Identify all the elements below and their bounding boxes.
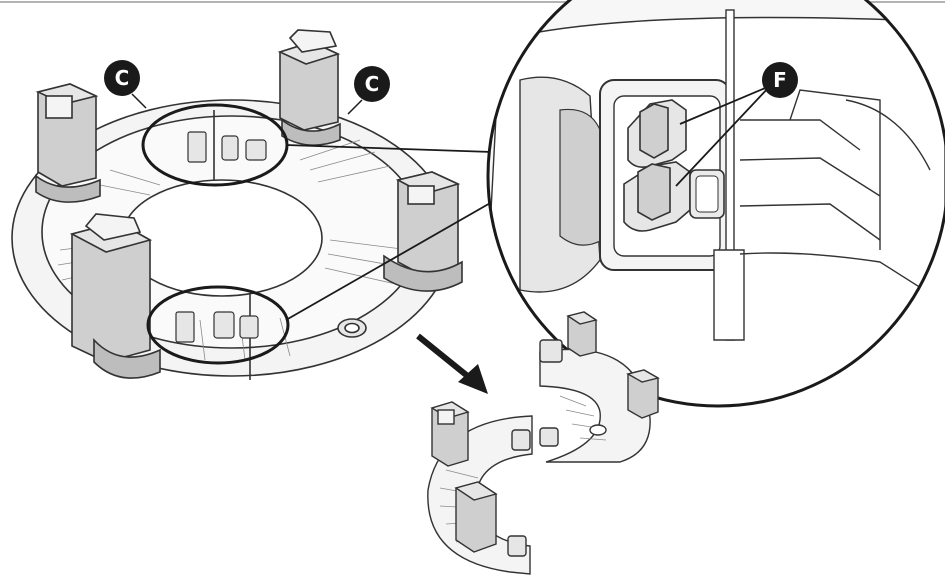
- callout-c-right: C: [347, 66, 390, 115]
- svg-text:C: C: [365, 72, 380, 96]
- post-back-center: [277, 29, 341, 146]
- ring-halves-separated: [427, 311, 660, 575]
- post-back-left: [35, 83, 101, 203]
- clip-upper: [627, 99, 687, 168]
- svg-text:C: C: [115, 66, 130, 90]
- clip-bottom: [175, 311, 259, 343]
- clip-lower: [623, 161, 691, 232]
- ring-center-hole: [121, 179, 323, 297]
- leader-line-top: [285, 144, 493, 153]
- post-front-left: [69, 213, 161, 379]
- leader-line-bottom: [285, 201, 493, 321]
- clip-top: [187, 131, 267, 163]
- ring-half-upper: [539, 348, 651, 463]
- callout-c-left: C: [104, 60, 147, 109]
- post-right: [383, 171, 463, 292]
- callout-f: F: [675, 62, 798, 187]
- zoom-ribs: [739, 89, 881, 250]
- svg-text:F: F: [773, 68, 787, 92]
- joint-highlight-bottom: [146, 285, 290, 365]
- zoom-circle-border: [486, 0, 945, 408]
- arrow-down-right-icon: [416, 333, 488, 394]
